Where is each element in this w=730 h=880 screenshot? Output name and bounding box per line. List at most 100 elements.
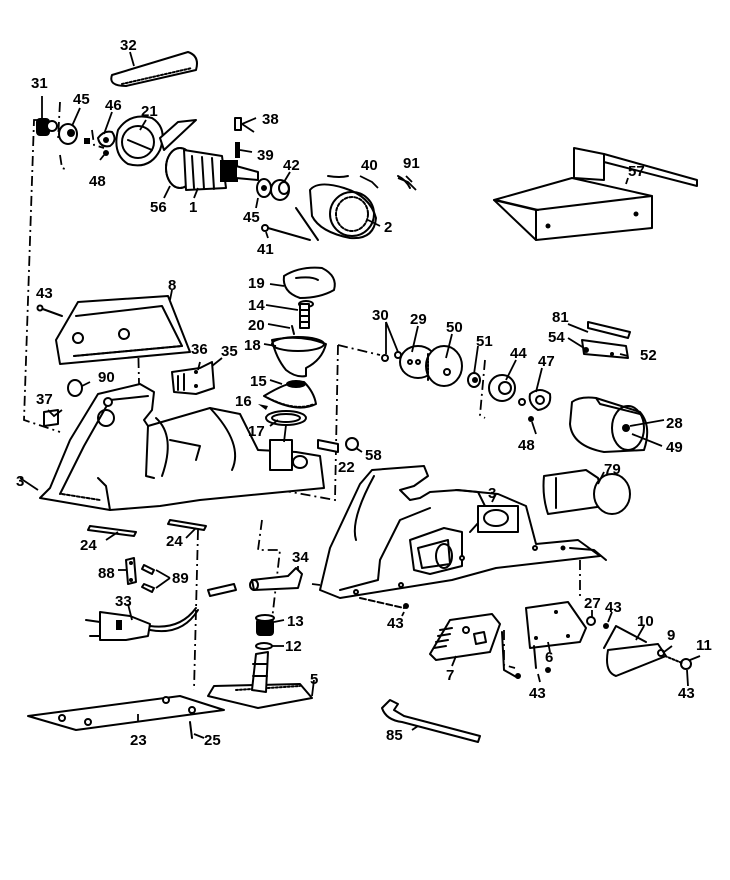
gear-part-50 — [425, 345, 463, 387]
guide-line-bracket-45 — [57, 101, 69, 171]
label-43-nut: 43 — [678, 685, 695, 702]
assembly-guide-lines — [23, 101, 581, 691]
guard-part-9 — [606, 643, 667, 677]
housing-left-part-3 — [39, 383, 325, 511]
label-9: 9 — [667, 627, 675, 644]
washer-part-27 — [586, 616, 596, 626]
spring-part-40 — [327, 175, 349, 178]
label-52: 52 — [640, 347, 657, 364]
label-90: 90 — [98, 369, 115, 386]
label-22: 22 — [338, 459, 355, 476]
label-81: 81 — [552, 309, 569, 326]
clip-part-16 — [258, 404, 268, 410]
label-16: 16 — [235, 393, 252, 410]
label-14: 14 — [248, 297, 265, 314]
label-7: 7 — [446, 667, 454, 684]
label-37: 37 — [36, 391, 53, 408]
label-33: 33 — [115, 593, 132, 610]
screw-part-43-cover — [501, 631, 519, 679]
brush-holder-part-81 — [581, 321, 631, 359]
label-89: 89 — [172, 570, 189, 587]
label-20: 20 — [248, 317, 265, 334]
brush-spring-part-39 — [235, 142, 240, 158]
label-48-right: 48 — [518, 437, 535, 454]
belt-cover-part-8 — [55, 295, 191, 365]
guide-line-34-13 — [256, 519, 282, 621]
belt-part-32 — [110, 51, 198, 87]
dust-chute-part-79 — [542, 469, 631, 515]
label-17: 17 — [248, 423, 265, 440]
cord-guard-part-34 — [207, 567, 303, 597]
guide-line-30 — [337, 344, 381, 356]
screw-part-43-plate — [533, 645, 537, 669]
washer-part-46 — [84, 130, 116, 148]
label-23: 23 — [130, 732, 147, 749]
label-38: 38 — [262, 111, 279, 128]
bearing-part-44 — [488, 374, 516, 402]
label-21: 21 — [141, 103, 158, 120]
screw-part-41 — [261, 207, 319, 241]
label-1: 1 — [189, 199, 197, 216]
wrench-part-85 — [381, 699, 481, 743]
shoe-strip-part-24-left — [87, 525, 137, 537]
label-50: 50 — [446, 319, 463, 336]
shoe-strip-part-24-right — [167, 519, 207, 531]
nut-part-58 — [345, 437, 359, 451]
screw-part-43-27 — [603, 623, 609, 629]
base-part-5 — [207, 651, 313, 709]
screw-part-43-top — [39, 307, 63, 317]
label-40: 40 — [361, 157, 378, 174]
cord-clamp-part-88 — [125, 557, 137, 585]
label-8: 8 — [168, 277, 176, 294]
label-15: 15 — [250, 373, 267, 390]
brush-part-38 — [234, 117, 242, 131]
housing-right-part-3 — [319, 465, 607, 599]
label-34: 34 — [292, 549, 309, 566]
label-2: 2 — [384, 219, 392, 236]
label-6: 6 — [545, 649, 553, 666]
label-36: 36 — [191, 341, 208, 358]
label-56: 56 — [150, 199, 167, 216]
end-plate-part-21 — [115, 115, 197, 167]
parallel-fence-part-57 — [493, 147, 698, 241]
ring-gear-part-17 — [265, 410, 307, 426]
threaded-bolt-part-14 — [298, 300, 314, 329]
bracket-part-22 — [317, 439, 339, 453]
label-48: 48 — [89, 173, 106, 190]
bearing-part-45-mid — [256, 178, 272, 198]
label-19: 19 — [248, 275, 265, 292]
armature-part-1 — [165, 147, 259, 191]
guide-line-center — [279, 344, 339, 502]
screw-part-25 — [189, 721, 193, 739]
label-18: 18 — [244, 337, 261, 354]
pin-part-20 — [291, 325, 295, 335]
bearing-part-51 — [467, 372, 481, 388]
label-43-housing: 43 — [387, 615, 404, 632]
depth-cup-part-18 — [271, 336, 327, 378]
field-stator-part-2 — [309, 183, 377, 240]
label-41: 41 — [257, 241, 274, 258]
label-49: 49 — [666, 439, 683, 456]
bearing-part-45-top — [58, 123, 78, 145]
side-cover-part-7 — [429, 613, 501, 661]
label-43-27: 43 — [605, 599, 622, 616]
pulley-part-31 — [36, 118, 58, 136]
label-24-right: 24 — [166, 533, 183, 550]
switch-part-36 — [171, 361, 215, 395]
label-27: 27 — [584, 595, 601, 612]
part-labels: 32 31 45 46 21 48 56 1 38 39 42 40 91 45… — [16, 37, 712, 749]
label-88: 88 — [98, 565, 115, 582]
lever-part-10 — [603, 625, 647, 649]
label-30: 30 — [372, 307, 389, 324]
leader-lines — [19, 51, 701, 739]
label-44: 44 — [510, 345, 527, 362]
label-58: 58 — [365, 447, 382, 464]
label-3-right: 3 — [488, 485, 496, 502]
label-47: 47 — [538, 353, 555, 370]
label-85: 85 — [386, 727, 403, 744]
label-43-top: 43 — [36, 285, 53, 302]
label-79: 79 — [604, 461, 621, 478]
label-45: 45 — [73, 91, 90, 108]
label-42: 42 — [283, 157, 300, 174]
